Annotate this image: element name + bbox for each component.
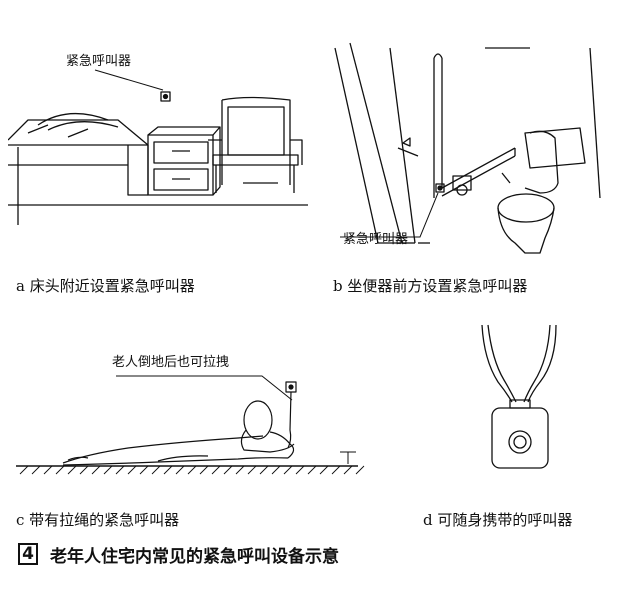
- panel-a-leader-line: [94, 69, 164, 91]
- wall-call-box-c: [285, 381, 297, 393]
- figure-number: 4: [18, 543, 38, 565]
- panel-a-caption: a 床头附近设置紧急呼叫器: [16, 277, 195, 295]
- panel-c-callout: 老人倒地后也可拉拽: [112, 355, 230, 370]
- bedroom-illustration: [8, 91, 308, 225]
- pendant-device: [491, 407, 549, 469]
- panel-b-callout: 紧急呼叫器: [343, 232, 409, 247]
- panel-c-caption: c 带有拉绳的紧急呼叫器: [16, 511, 180, 529]
- panel-d-caption: d 可随身携带的呼叫器: [423, 511, 573, 529]
- panel-a-illustration: [8, 45, 318, 245]
- pendant-button: [508, 430, 532, 454]
- panel-b-caption: b 坐便器前方设置紧急呼叫器: [333, 277, 528, 295]
- toilet-illustration: [334, 42, 601, 254]
- figure-caption: 4 老年人住宅内常见的紧急呼叫设备示意: [18, 541, 339, 567]
- pull-cord-illustration: [16, 375, 365, 475]
- pendant-illustration: [481, 324, 557, 469]
- panel-d-illustration: [470, 320, 580, 480]
- panel-a-callout: 紧急呼叫器: [66, 54, 132, 69]
- figure-title: 老年人住宅内常见的紧急呼叫设备示意: [50, 546, 339, 567]
- wall-call-button-a: [160, 91, 171, 102]
- panel-c-illustration: [8, 360, 378, 490]
- panel-b-illustration: [330, 38, 620, 263]
- wall-call-button-b: [435, 183, 445, 193]
- panel-b-leader-line: [340, 192, 439, 238]
